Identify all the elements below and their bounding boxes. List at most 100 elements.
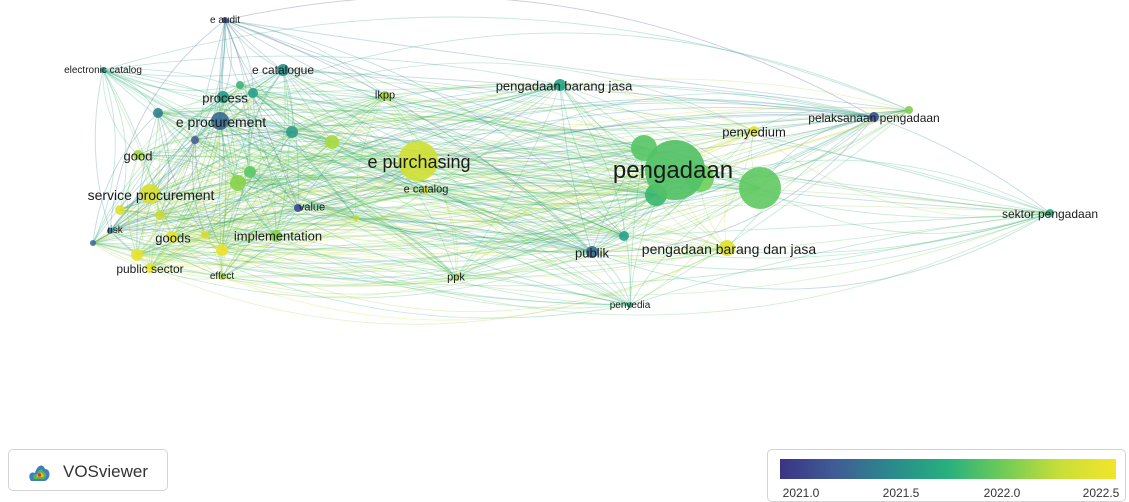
node-label-pengadaan-barang-dan-jasa[interactable]: pengadaan barang dan jasa [641,241,817,257]
co-occurrence-link [137,109,910,158]
node-label-sektor-pengadaan[interactable]: sektor pengadaan [1001,207,1099,221]
keyword-node[interactable] [353,215,359,221]
co-occurrence-link [109,230,223,278]
co-occurrence-link [102,69,386,105]
co-occurrence-link [149,169,676,218]
node-label-effect[interactable]: effect [209,271,235,282]
co-occurrence-link [237,182,657,196]
keyword-node[interactable] [191,136,199,144]
co-occurrence-link [252,92,333,143]
co-occurrence-link [149,193,457,285]
co-occurrence-link [149,189,427,269]
node-implementation[interactable] [270,230,282,242]
co-occurrence-link [282,69,300,209]
node-label-pengadaan-barang-jasa[interactable]: pengadaan barang jasa [495,78,633,94]
keyword-node[interactable] [739,167,781,209]
node-penyedium[interactable] [749,126,759,136]
co-occurrence-link [224,19,676,171]
co-occurrence-link [384,95,631,306]
co-occurrence-link [92,69,116,244]
vosviewer-logo-text: VOSviewer [63,462,149,481]
keyword-node[interactable] [248,88,258,98]
node-value[interactable] [294,204,302,212]
node-e-catalog[interactable] [422,186,430,194]
node-risk[interactable] [107,228,113,234]
node-pengadaan-barang-jasa[interactable] [554,79,566,91]
node-process[interactable] [217,91,229,103]
node-label-value[interactable]: value [298,201,326,214]
node-label-publik[interactable]: publik [575,245,609,261]
node-label-e-procurement[interactable]: e procurement [175,114,267,130]
node-sektor-pengadaan[interactable] [1046,209,1054,217]
co-occurrence-link [275,169,676,238]
keyword-node[interactable] [230,175,246,191]
co-occurrence-link [119,140,657,211]
keyword-node[interactable] [619,231,629,241]
node-label-public-sector[interactable]: public sector [116,262,184,276]
co-occurrence-link [425,84,561,191]
node-good[interactable] [133,150,143,160]
node-effect[interactable] [219,274,225,280]
co-occurrence-link [92,194,657,286]
node-label-e-audit[interactable]: e audit [209,15,241,26]
node-public-sector[interactable] [145,263,155,273]
keyword-node[interactable] [244,166,256,178]
network-canvas[interactable] [0,0,1129,440]
node-label-lkpp[interactable]: lkpp [374,89,396,102]
keyword-node[interactable] [201,231,209,239]
co-occurrence-link [221,210,625,278]
keyword-node[interactable] [115,205,125,215]
node-e-catalogue[interactable] [277,64,289,76]
co-occurrence-link [218,120,223,278]
co-occurrence-link [425,130,755,193]
co-occurrence-link [237,147,645,184]
node-pengadaan-barang-dan-jasa[interactable] [719,240,735,256]
node-label-pengadaan[interactable]: pengadaan [612,157,734,184]
keyword-node[interactable] [325,135,339,149]
keyword-node[interactable] [155,210,165,220]
co-occurrence-link [219,120,676,171]
node-label-risk[interactable]: risk [107,225,123,236]
node-publik[interactable] [586,246,598,258]
node-goods[interactable] [166,231,178,243]
node-label-electronic-catalog[interactable]: electronic catalog [64,65,142,76]
co-occurrence-link [137,147,645,158]
node-e-procurement[interactable] [211,112,229,130]
node-label-service-procurement[interactable]: service procurement [87,187,215,203]
node-pengadaan[interactable] [645,140,705,200]
keyword-node[interactable] [286,126,298,138]
keyword-node[interactable] [131,249,143,261]
keyword-node[interactable] [905,106,913,114]
node-pelaksanaan-pengadaan[interactable] [869,112,879,122]
co-occurrence-link [249,116,875,223]
node-e-purchasing[interactable] [398,141,438,181]
node-ppk[interactable] [453,274,459,280]
node-label-good[interactable]: good [123,148,153,164]
node-label-e-purchasing[interactable]: e purchasing [367,152,471,172]
node-penyedia[interactable] [627,302,633,308]
node-e-audit[interactable] [222,17,228,23]
co-occurrence-link [221,247,728,321]
keyword-node[interactable] [90,240,96,246]
node-label-e-catalogue[interactable]: e catalogue [251,63,315,77]
node-lkpp[interactable] [380,91,390,101]
keyword-node[interactable] [236,81,244,89]
node-label-implementation[interactable]: implementation [233,228,323,244]
node-label-goods[interactable]: goods [155,230,191,246]
keyword-node[interactable] [153,108,163,118]
node-label-pelaksanaan-pengadaan[interactable]: pelaksanaan pengadaan [808,111,940,125]
co-occurrence-link [355,217,625,237]
node-electronic-catalog[interactable] [100,67,106,73]
node-label-penyedium[interactable]: penyedium [722,124,786,140]
node-label-penyedia[interactable]: penyedia [609,300,651,311]
node-label-process[interactable]: process [202,90,248,106]
node-label-e-catalog[interactable]: e catalog [403,183,449,196]
co-occurrence-link [239,84,299,209]
co-occurrence-link [149,109,910,245]
co-occurrence-link [282,69,593,253]
keyword-node[interactable] [216,244,228,256]
node-service-procurement[interactable] [140,184,160,204]
co-occurrence-link [109,194,657,279]
node-label-ppk[interactable]: ppk [447,271,465,284]
